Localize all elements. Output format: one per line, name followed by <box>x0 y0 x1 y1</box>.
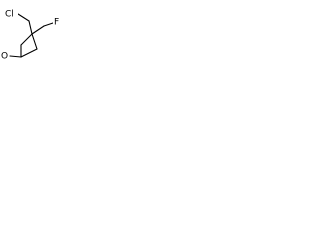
chloromethyl-bond-2 <box>17 13 30 22</box>
chlorine-atom-label: Cl <box>5 10 14 20</box>
oxygen-atom-label: O <box>1 52 8 62</box>
molecule-structure-diagram: Cl F O <box>1 8 61 62</box>
ring-bond-bottom <box>20 48 38 58</box>
chloromethyl-bond-1 <box>28 20 33 35</box>
ring-oxygen-connector <box>9 55 22 58</box>
fluorine-label-bg <box>53 16 61 28</box>
ring-bond-right <box>31 33 38 50</box>
fluoromethyl-bond-2 <box>43 22 54 27</box>
ring-bond-top <box>20 33 33 46</box>
oxygen-label-bg <box>1 51 10 62</box>
fluorine-atom-label: F <box>54 18 59 28</box>
fluoromethyl-bond-1 <box>31 25 45 35</box>
chlorine-label-bg <box>4 8 18 20</box>
